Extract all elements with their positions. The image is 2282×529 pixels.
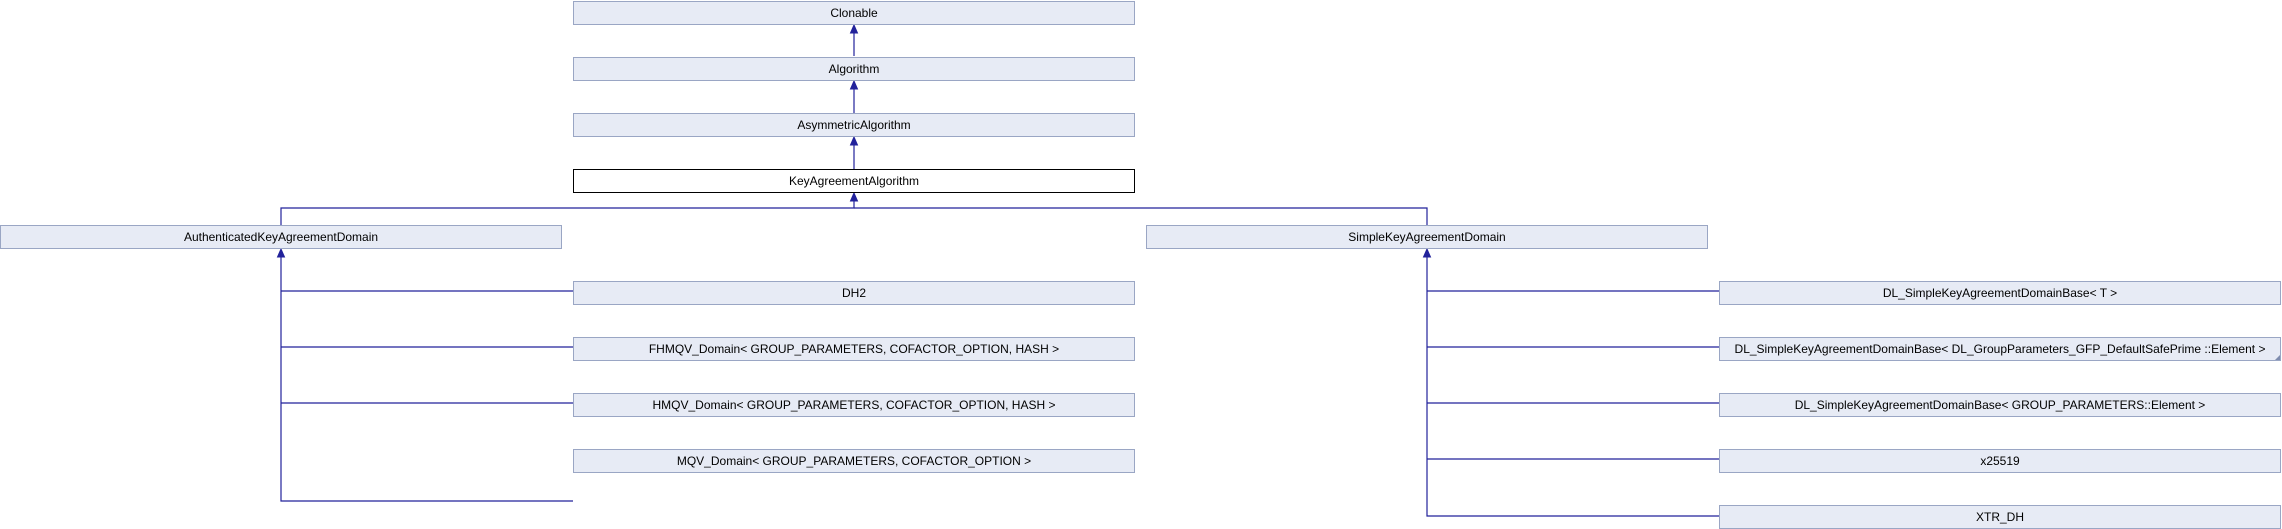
node-asymmetric-algorithm[interactable]: AsymmetricAlgorithm xyxy=(573,113,1135,137)
node-fhmqv-domain[interactable]: FHMQV_Domain< GROUP_PARAMETERS, COFACTOR… xyxy=(573,337,1135,361)
node-dl-simple-key-agreement-domain-base-group[interactable]: DL_SimpleKeyAgreementDomainBase< GROUP_P… xyxy=(1719,393,2281,417)
node-simple-key-agreement-domain[interactable]: SimpleKeyAgreementDomain xyxy=(1146,225,1708,249)
arrowhead-keyagreement xyxy=(849,191,859,202)
node-xtr-dh[interactable]: XTR_DH xyxy=(1719,505,2281,529)
node-key-agreement-algorithm[interactable]: KeyAgreementAlgorithm xyxy=(573,169,1135,193)
node-clonable[interactable]: Clonable xyxy=(573,1,1135,25)
edge-simple-keyagreement xyxy=(854,207,1428,225)
arrowhead-algorithm xyxy=(849,79,859,90)
node-hmqv-domain[interactable]: HMQV_Domain< GROUP_PARAMETERS, COFACTOR_… xyxy=(573,393,1135,417)
arrowhead-asymmetric xyxy=(849,135,859,146)
arrowhead-authenticated xyxy=(276,247,286,258)
node-dh2[interactable]: DH2 xyxy=(573,281,1135,305)
node-algorithm[interactable]: Algorithm xyxy=(573,57,1135,81)
node-authenticated-key-agreement-domain[interactable]: AuthenticatedKeyAgreementDomain xyxy=(0,225,562,249)
node-x25519[interactable]: x25519 xyxy=(1719,449,2281,473)
node-dl-gfp-label: DL_SimpleKeyAgreementDomainBase< DL_Grou… xyxy=(1734,342,2266,356)
arrowhead-simple xyxy=(1422,247,1432,258)
edge-mqv-authenticated xyxy=(280,256,573,502)
truncated-corner-icon xyxy=(2274,354,2280,360)
edge-xtr-simple xyxy=(1426,256,1719,517)
node-dl-simple-key-agreement-domain-base-t[interactable]: DL_SimpleKeyAgreementDomainBase< T > xyxy=(1719,281,2281,305)
node-dl-simple-key-agreement-domain-base-gfp[interactable]: DL_SimpleKeyAgreementDomainBase< DL_Grou… xyxy=(1719,337,2281,361)
edge-authenticated-keyagreement xyxy=(280,200,855,225)
arrowhead-clonable xyxy=(849,23,859,34)
node-mqv-domain[interactable]: MQV_Domain< GROUP_PARAMETERS, COFACTOR_O… xyxy=(573,449,1135,473)
